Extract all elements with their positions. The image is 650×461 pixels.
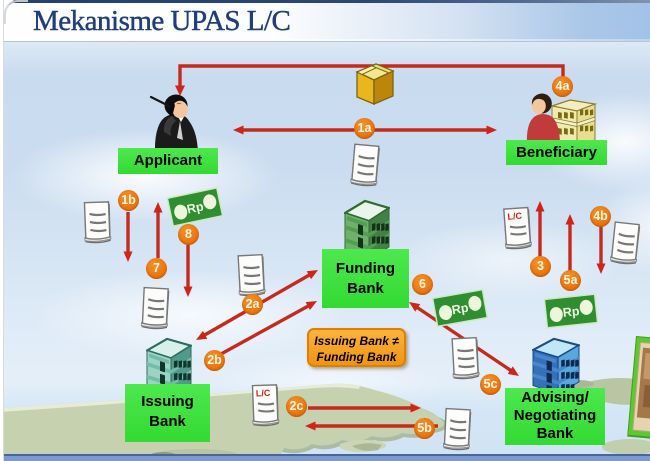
- svg-text:Rp: Rp: [562, 304, 580, 320]
- svg-text:Rp: Rp: [451, 301, 470, 318]
- svg-text:Rp: Rp: [186, 199, 206, 216]
- svg-text:L/C: L/C: [507, 211, 523, 222]
- svg-text:L/C: L/C: [256, 388, 272, 399]
